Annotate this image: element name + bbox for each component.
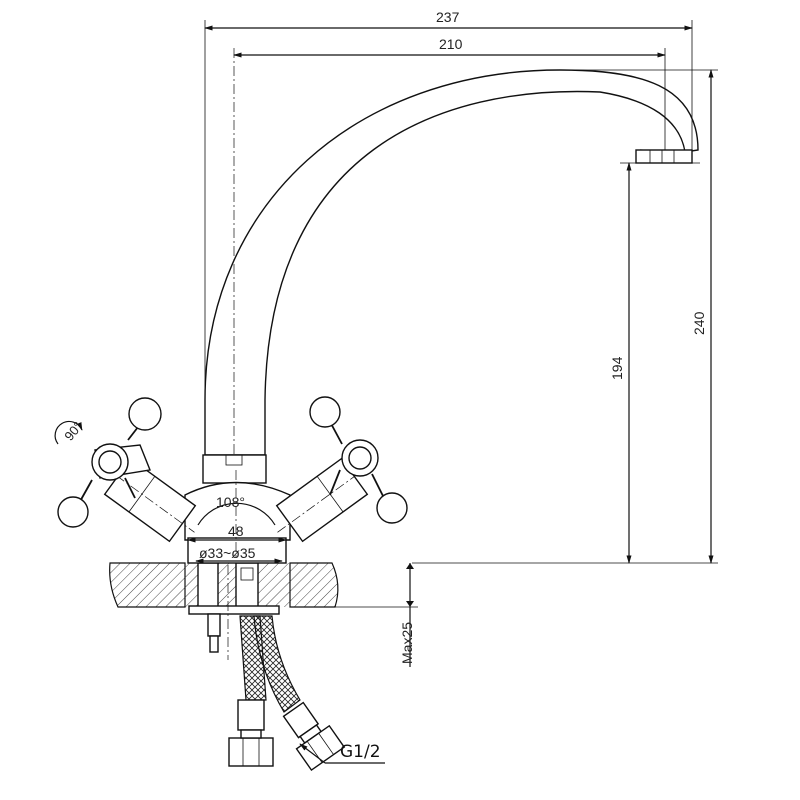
- spout-height-label: 194: [609, 356, 625, 380]
- base-width-label: 48: [228, 523, 244, 539]
- hole-diameter-dimension: ø33~ø35: [195, 545, 283, 564]
- base-width-dimension: 48: [187, 523, 287, 543]
- hose-right: [253, 615, 346, 772]
- rotation-indicator: 90°: [54, 419, 85, 445]
- hose-thread-label: G1/2: [340, 742, 381, 762]
- right-valve: [275, 457, 371, 543]
- hole-diameter-label: ø33~ø35: [199, 545, 256, 561]
- counter-thickness-dimension: Max25: [290, 563, 418, 667]
- spout-reach-dimension: 210: [233, 36, 666, 455]
- right-handle: [309, 396, 408, 524]
- overall-reach-label: 237: [436, 9, 460, 25]
- angle-label: 108°: [216, 494, 245, 510]
- angle-dimension: 108°: [197, 470, 276, 560]
- overall-height-dimension: 240: [412, 69, 718, 564]
- hose-left: [228, 615, 274, 767]
- hose-thread-callout: G1/2: [299, 742, 385, 764]
- left-handle: [57, 397, 162, 528]
- spout-reach-label: 210: [439, 36, 463, 52]
- countertop: [109, 562, 339, 608]
- spout: [202, 69, 699, 484]
- overall-height-label: 240: [691, 311, 707, 335]
- mounting-shank: [188, 562, 280, 660]
- overall-reach-dimension: 237: [204, 9, 693, 455]
- counter-thickness-label: Max25: [399, 622, 415, 664]
- spout-height-dimension: 194: [609, 162, 700, 564]
